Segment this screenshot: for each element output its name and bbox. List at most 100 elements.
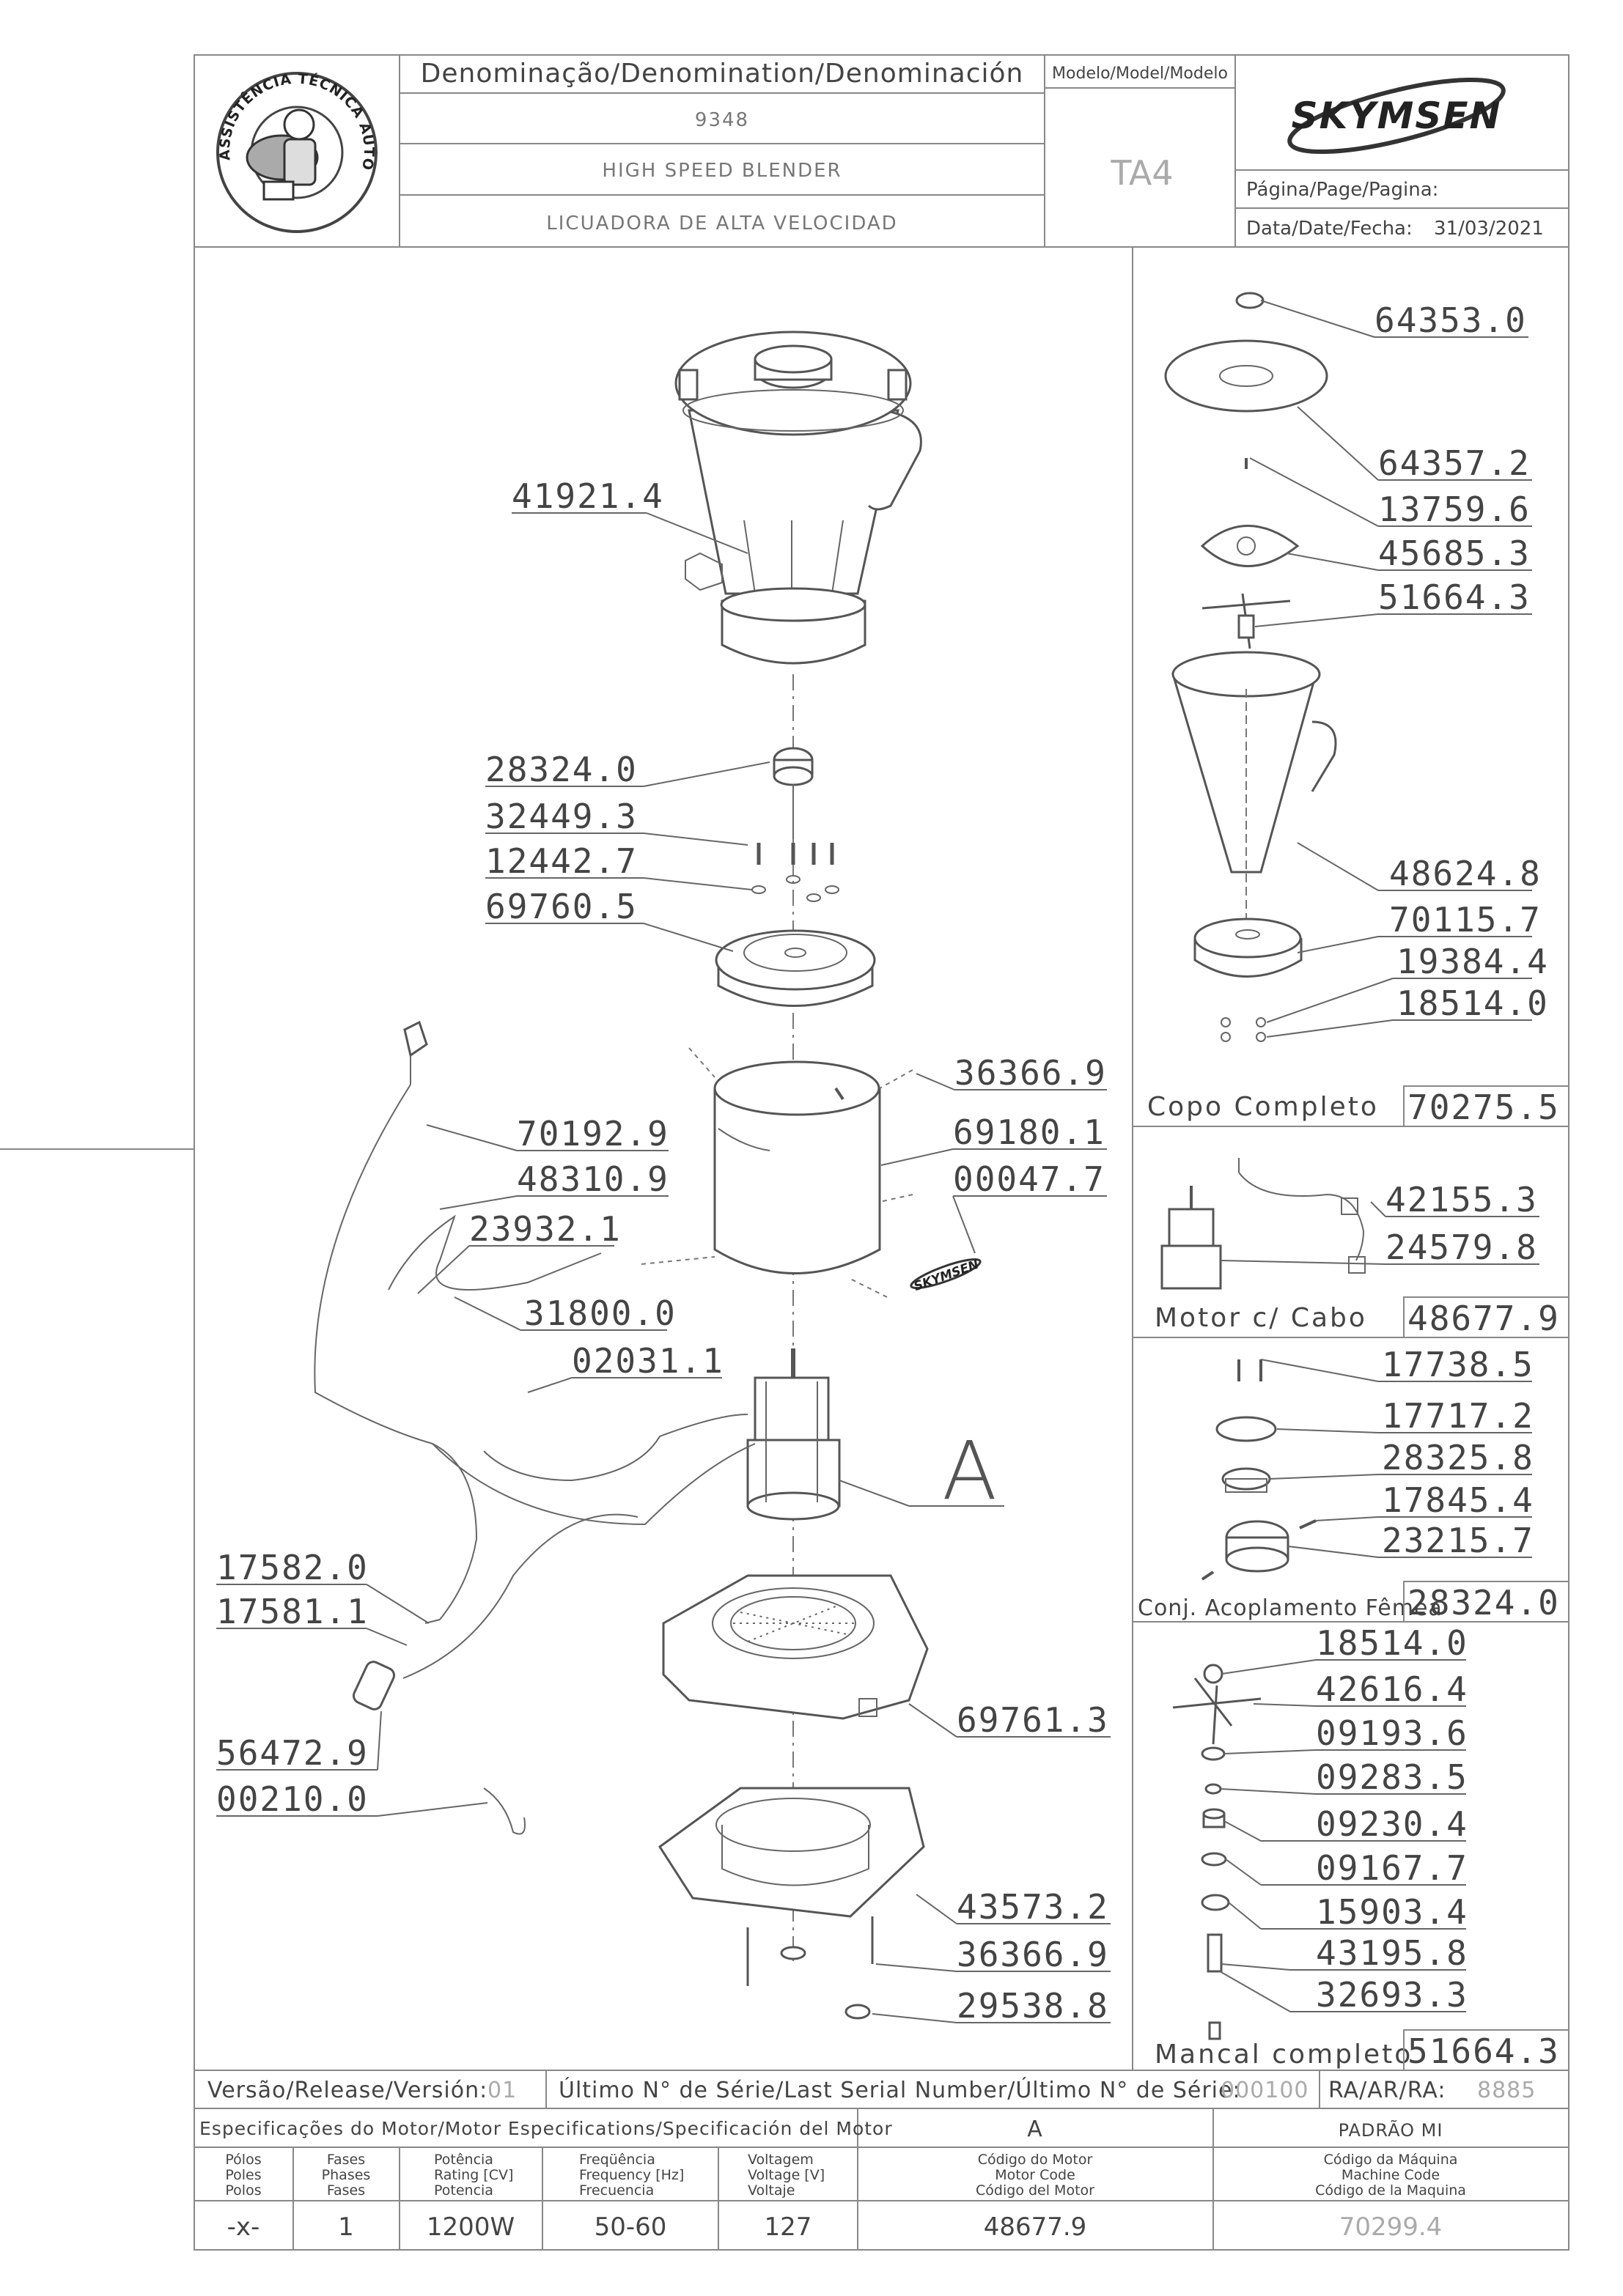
part-number: 17581.1: [216, 1592, 369, 1631]
detail-marker-a: A: [942, 1424, 997, 1518]
model-label: Modelo/Model/Modelo: [1052, 64, 1228, 83]
col-header: Código do Motor: [978, 2152, 1093, 2168]
part-number: 28325.8: [1382, 1438, 1534, 1477]
part-number: 70192.9: [517, 1114, 669, 1153]
part-number: 43195.8: [1316, 1933, 1468, 1973]
part-number: 09167.7: [1316, 1848, 1468, 1888]
col-header: Pólos: [225, 2152, 261, 2168]
coupling: [773, 747, 814, 839]
upper-base-ring: [715, 929, 876, 1007]
part-number: 12442.7: [485, 841, 638, 881]
col-header: Voltagem: [748, 2152, 814, 2168]
lower-base: [662, 1574, 929, 1720]
motor-spec-label: Especificações do Motor/Motor Especifica…: [199, 2118, 893, 2139]
motor: [746, 1348, 841, 1521]
sheet-border: [194, 54, 1569, 2251]
part-number: 48624.8: [1389, 854, 1542, 893]
copo-completo-panel: 64353.0 64357.2 13759.6 45685.3 51664.3 …: [1147, 292, 1569, 1127]
section-title: Copo Completo: [1147, 1092, 1379, 1122]
part-number: 28324.0: [485, 750, 638, 789]
frequency-value: 50-60: [595, 2212, 667, 2242]
ra-value: 8885: [1477, 2078, 1536, 2103]
part-number: 23932.1: [469, 1209, 622, 1249]
col-header: Frecuencia: [579, 2182, 654, 2199]
power-cord-and-wiring: [314, 1020, 756, 1835]
col-header: Motor Code: [995, 2167, 1075, 2183]
motor-code-value: 48677.9: [984, 2212, 1087, 2242]
machine-code-value: 70299.4: [1339, 2212, 1443, 2242]
part-number: 32449.3: [485, 797, 638, 836]
blender-jar: [674, 331, 922, 665]
part-number: 23215.7: [1382, 1521, 1534, 1560]
section-title: Mancal completo: [1155, 2040, 1413, 2070]
part-number: 00047.7: [953, 1159, 1105, 1199]
product-name-en: HIGH SPEED BLENDER: [602, 160, 842, 182]
col-header: Código del Motor: [976, 2182, 1094, 2199]
model-value: TA4: [1110, 153, 1173, 193]
part-number: 18514.0: [1316, 1623, 1468, 1663]
assembly-code: 70275.5: [1407, 1088, 1560, 1127]
product-name-es: LICUADORA DE ALTA VELOCIDAD: [546, 213, 897, 235]
col-header: Machine Code: [1342, 2167, 1440, 2183]
spec-column-a: A: [1027, 2116, 1043, 2142]
standard-label: PADRÃO MI: [1339, 2119, 1443, 2141]
col-header: Potência: [434, 2152, 493, 2168]
part-number: 70115.7: [1389, 900, 1542, 940]
serial-label: Último N° de Série/Last Serial Number/Úl…: [559, 2076, 1241, 2103]
main-leader-lines: [216, 512, 1111, 2023]
serial-value: 000100: [1221, 2078, 1309, 2103]
part-number: 32693.3: [1316, 1975, 1468, 2015]
part-number: 15903.4: [1316, 1892, 1468, 1932]
part-number: 09193.6: [1316, 1713, 1468, 1753]
assembly-code: 28324.0: [1407, 1583, 1560, 1623]
col-header: Voltage [V]: [748, 2167, 825, 2183]
date-label: Data/Date/Fecha:: [1246, 218, 1413, 240]
col-header: Fases: [327, 2182, 365, 2199]
footer-table: Versão/Release/Versión: 01 Último N° de …: [194, 2070, 1569, 2250]
part-number: 36366.9: [954, 1053, 1107, 1093]
brand-name: SKYMSEN: [1292, 95, 1502, 137]
ra-label: RA/AR/RA:: [1328, 2078, 1446, 2103]
denomination-label: Denominação/Denomination/Denominación: [421, 59, 1024, 89]
acoplamento-panel: 17738.5 17717.2 28325.8 17845.4 23215.7 …: [1138, 1345, 1569, 1623]
part-number: 43573.2: [957, 1887, 1109, 1927]
brand-logo: SKYMSEN: [1287, 77, 1506, 155]
part-number: 13759.6: [1378, 490, 1531, 529]
col-header: Phases: [322, 2167, 371, 2183]
part-number: 69180.1: [953, 1112, 1105, 1152]
col-header: Poles: [225, 2167, 261, 2183]
part-number: 09283.5: [1316, 1757, 1468, 1797]
col-header: Voltaje: [748, 2182, 795, 2199]
part-number: 69761.3: [957, 1700, 1109, 1740]
logo-sticker: SKYMSEN: [910, 1258, 982, 1294]
authorized-service-seal: ASSISTÊNCIA TÉCNICA AUTORIZADA: [0, 0, 378, 233]
phases-value: 1: [338, 2212, 354, 2242]
version-label: Versão/Release/Versión:: [207, 2078, 487, 2103]
mancal-panel: 18514.0 42616.4 09193.6 09283.5 09230.4 …: [1155, 1623, 1569, 2071]
product-code: 9348: [695, 109, 749, 131]
voltage-value: 127: [765, 2212, 812, 2242]
page-label: Página/Page/Pagina:: [1246, 179, 1438, 201]
part-number: 09230.4: [1316, 1804, 1468, 1844]
col-header: Código de la Maquina: [1315, 2182, 1466, 2199]
part-number: 56472.9: [216, 1733, 369, 1773]
col-header: Código da Máquina: [1324, 2152, 1458, 2168]
col-header: Polos: [225, 2182, 261, 2199]
title-block: ASSISTÊNCIA TÉCNICA AUTORIZADA Denominaç…: [0, 0, 1569, 248]
poles-value: -x-: [227, 2212, 260, 2242]
screws-and-washers: [751, 843, 839, 902]
part-number: 18514.0: [1396, 983, 1549, 1023]
part-number: 42155.3: [1385, 1180, 1538, 1219]
motor-housing-cylinder: [641, 1047, 913, 1298]
part-number: 42616.4: [1316, 1669, 1468, 1709]
assembly-code: 51664.3: [1407, 2031, 1560, 2071]
part-number: 19384.4: [1396, 942, 1549, 981]
col-header: Freqüência: [579, 2152, 655, 2168]
part-number: 36366.9: [957, 1935, 1109, 1974]
motor-cabo-panel: 42155.3 24579.8 Motor c/ Cabo 48677.9: [1155, 1158, 1569, 1338]
main-exploded-view: SKYMSEN: [216, 331, 1111, 2026]
part-number: 41921.4: [512, 476, 664, 516]
part-number: 00210.0: [216, 1779, 369, 1819]
section-title: Conj. Acoplamento Fêmea: [1138, 1595, 1443, 1621]
